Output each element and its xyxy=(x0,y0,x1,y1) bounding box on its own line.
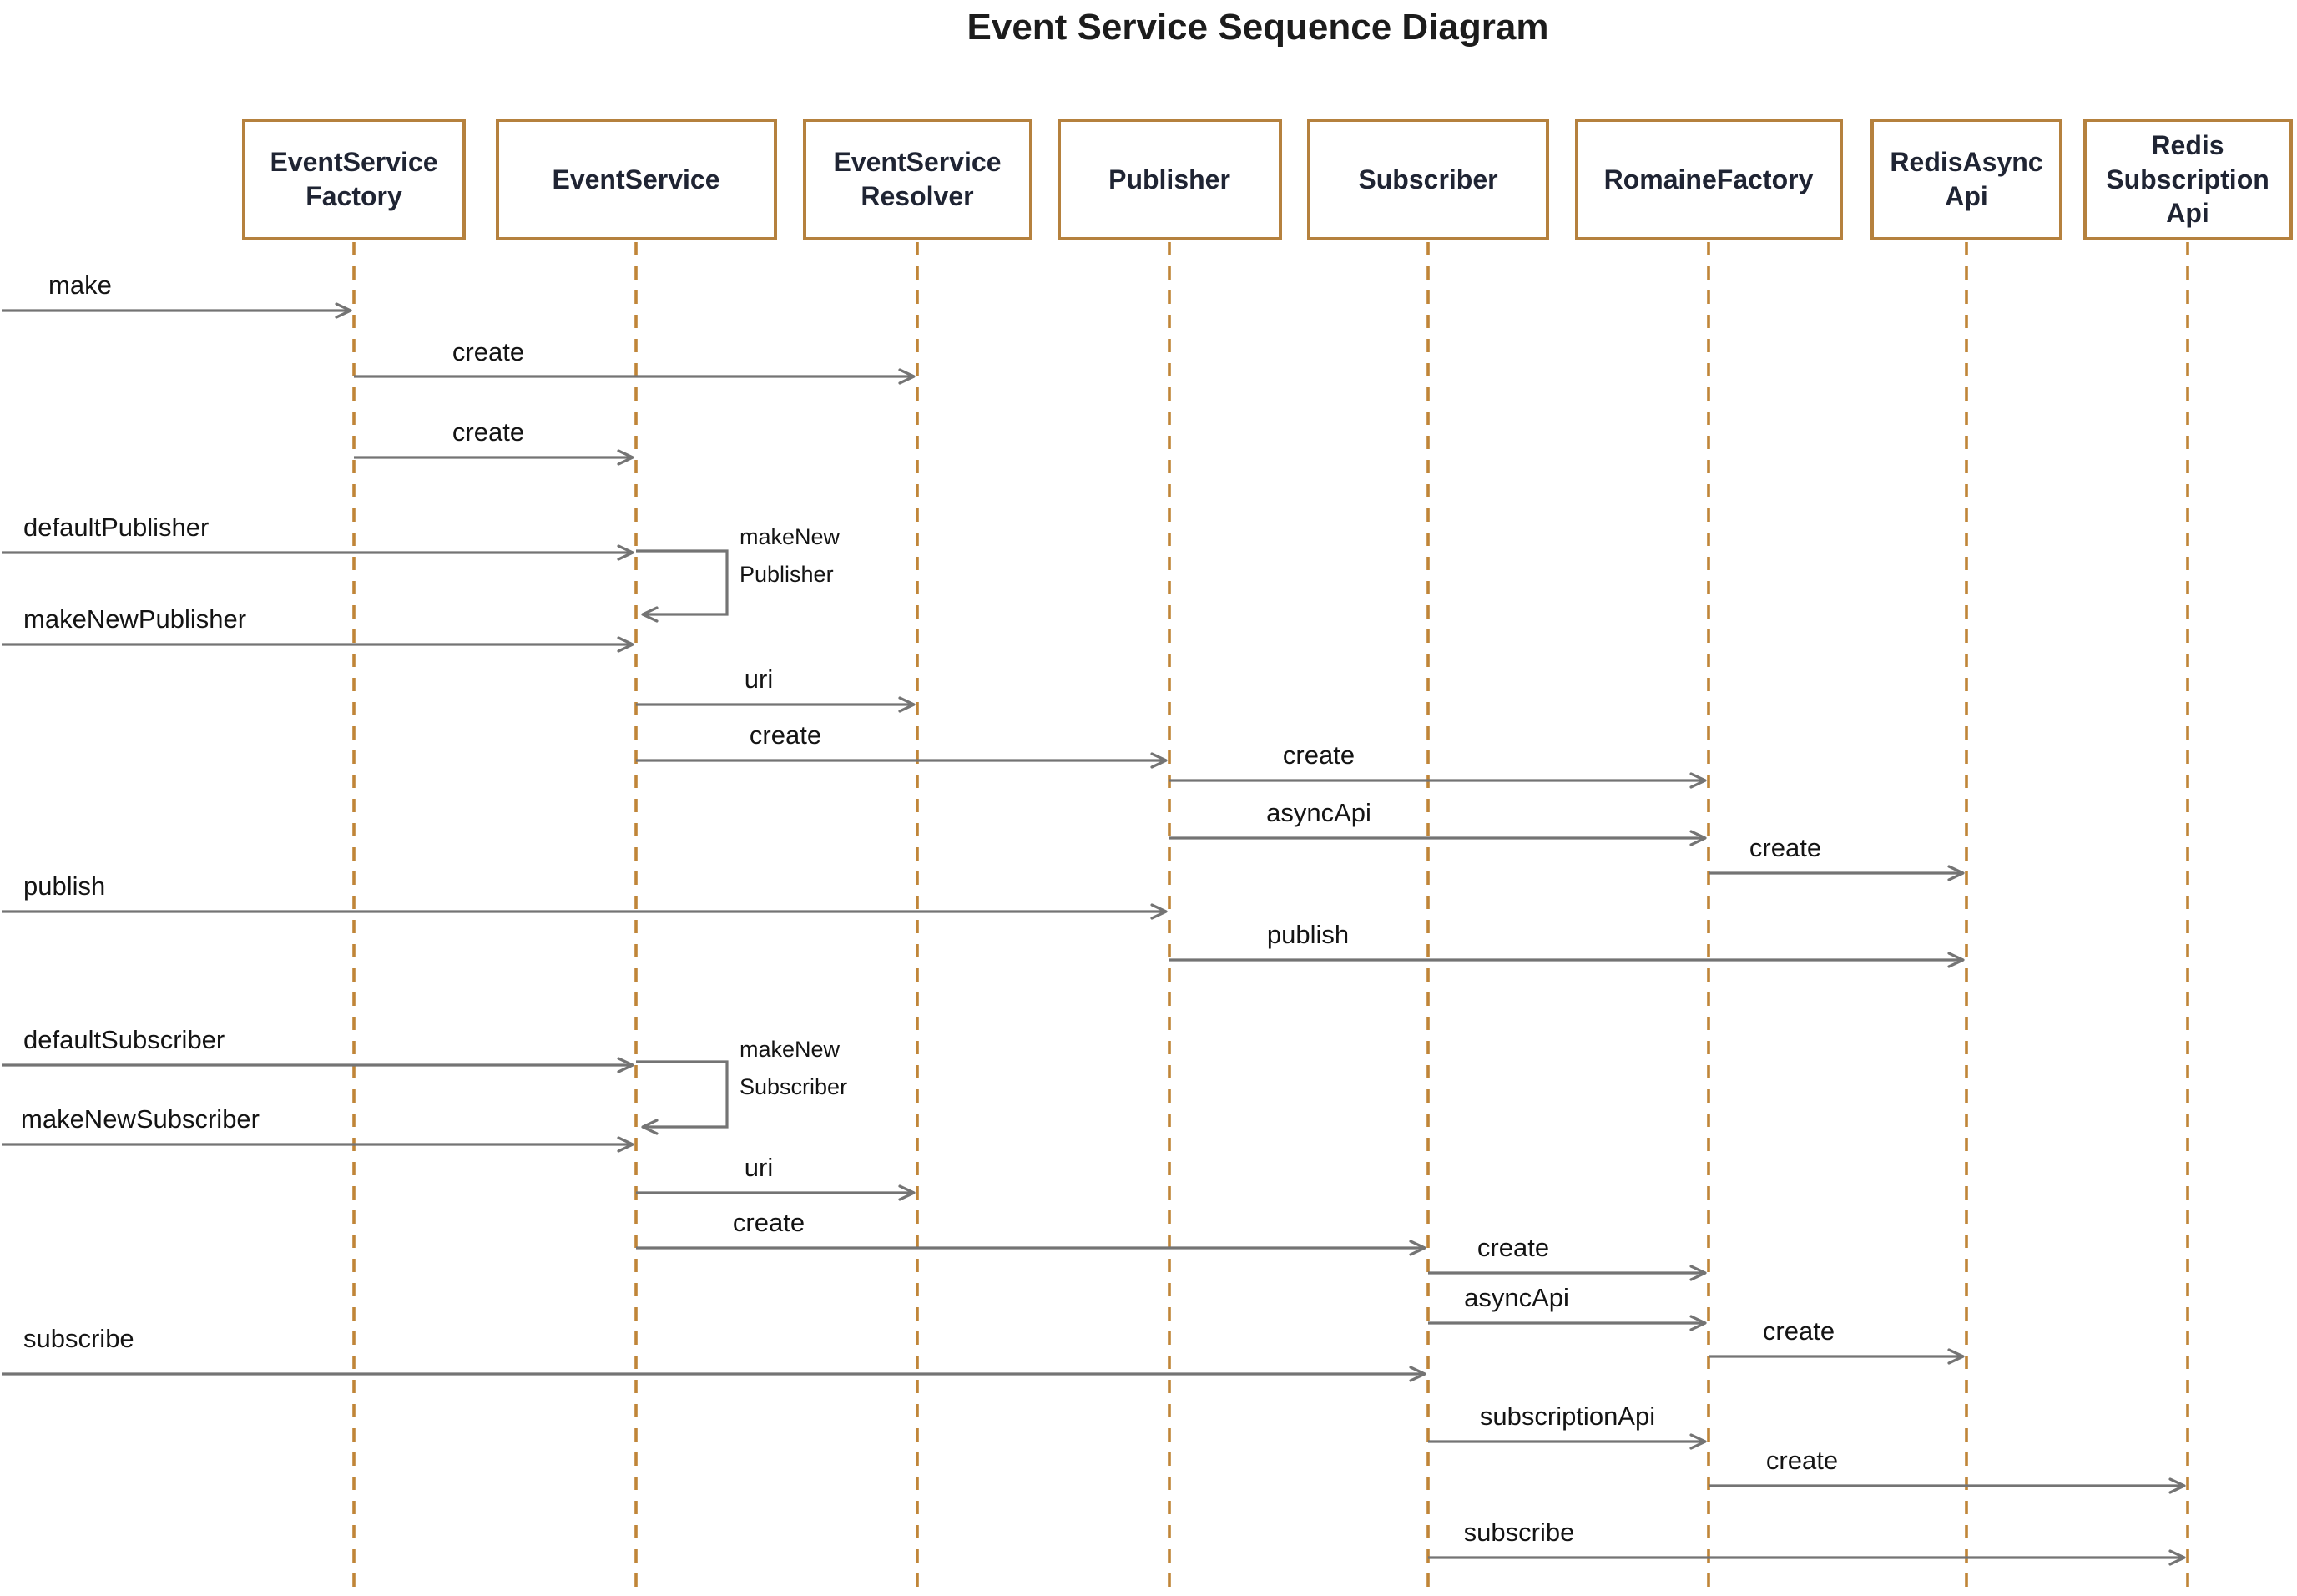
message-label: create xyxy=(1283,740,1355,770)
self-message-arrow xyxy=(636,549,729,623)
message-label: subscribe xyxy=(23,1324,134,1353)
message-label: publish xyxy=(1267,920,1349,949)
message-label: create xyxy=(733,1208,805,1237)
message-label: makeNewSubscriber xyxy=(21,1104,260,1134)
message-label: create xyxy=(1766,1446,1838,1475)
message-label: create xyxy=(750,720,821,750)
self-message-label: Publisher xyxy=(740,562,834,587)
message-label: uri xyxy=(745,1153,773,1182)
message-label: create xyxy=(1477,1233,1549,1262)
message-label: create xyxy=(452,417,524,447)
message-label: defaultSubscriber xyxy=(23,1025,225,1054)
message-label: makeNewPublisher xyxy=(23,604,246,634)
message-label: defaultPublisher xyxy=(23,513,209,542)
self-message-label: makeNew xyxy=(740,1037,841,1062)
message-label: subscribe xyxy=(1464,1518,1575,1547)
message-label: create xyxy=(1749,833,1821,862)
diagram-title: Event Service Sequence Diagram xyxy=(967,7,1549,48)
self-message-label: Subscriber xyxy=(740,1074,847,1099)
self-message-label: makeNew xyxy=(740,524,841,549)
message-label: uri xyxy=(745,664,773,694)
message-label: make xyxy=(48,270,112,300)
message-label: create xyxy=(452,337,524,366)
self-message-arrow xyxy=(636,1060,729,1135)
message-label: asyncApi xyxy=(1464,1283,1569,1312)
message-label: asyncApi xyxy=(1266,798,1371,827)
message-label: subscriptionApi xyxy=(1480,1402,1655,1431)
message-label: create xyxy=(1763,1316,1835,1346)
message-label: publish xyxy=(23,871,105,901)
